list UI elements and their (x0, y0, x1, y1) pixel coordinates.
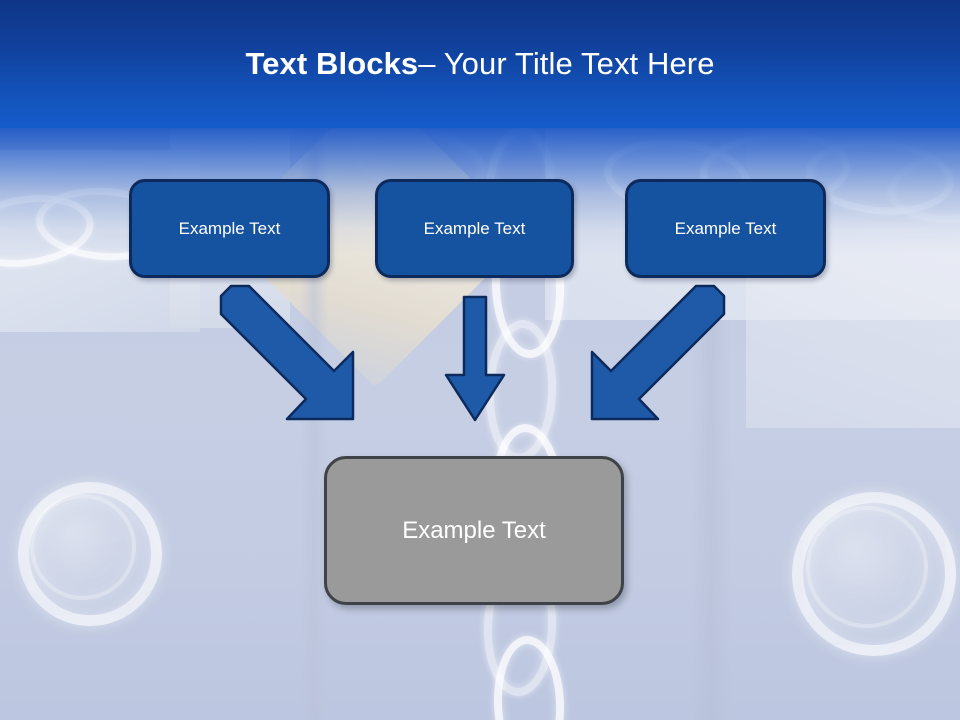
background-chain-link-icon (0, 187, 99, 275)
page-title-strong: Text Blocks (245, 46, 419, 81)
arrow-down-right-icon (219, 284, 355, 421)
text-block-3[interactable]: Example Text (625, 179, 826, 278)
arrow-down-left-icon (590, 284, 726, 421)
background-ring-left-inner-icon (30, 494, 136, 600)
background-ring-left-icon (18, 482, 162, 626)
arrow-down-icon (444, 295, 506, 422)
background-chain-link-icon (491, 634, 567, 720)
page-title: Text Blocks – Your Title Text Here (0, 0, 960, 128)
result-text-block[interactable]: Example Text (324, 456, 624, 605)
text-block-1-label: Example Text (178, 218, 281, 238)
page-title-rest: – Your Title Text Here (418, 46, 715, 81)
text-block-2[interactable]: Example Text (375, 179, 574, 278)
result-text-block-label: Example Text (402, 516, 546, 544)
text-block-1[interactable]: Example Text (129, 179, 330, 278)
background-panel-right-2 (746, 128, 960, 428)
background-chain-link-icon (884, 142, 960, 230)
background-ring-right-icon (792, 492, 956, 656)
background-ring-right-inner-icon (806, 506, 928, 628)
text-block-2-label: Example Text (423, 218, 526, 238)
background-chain-link-icon (803, 133, 957, 221)
text-block-3-label: Example Text (674, 218, 777, 238)
title-bar (0, 0, 960, 128)
